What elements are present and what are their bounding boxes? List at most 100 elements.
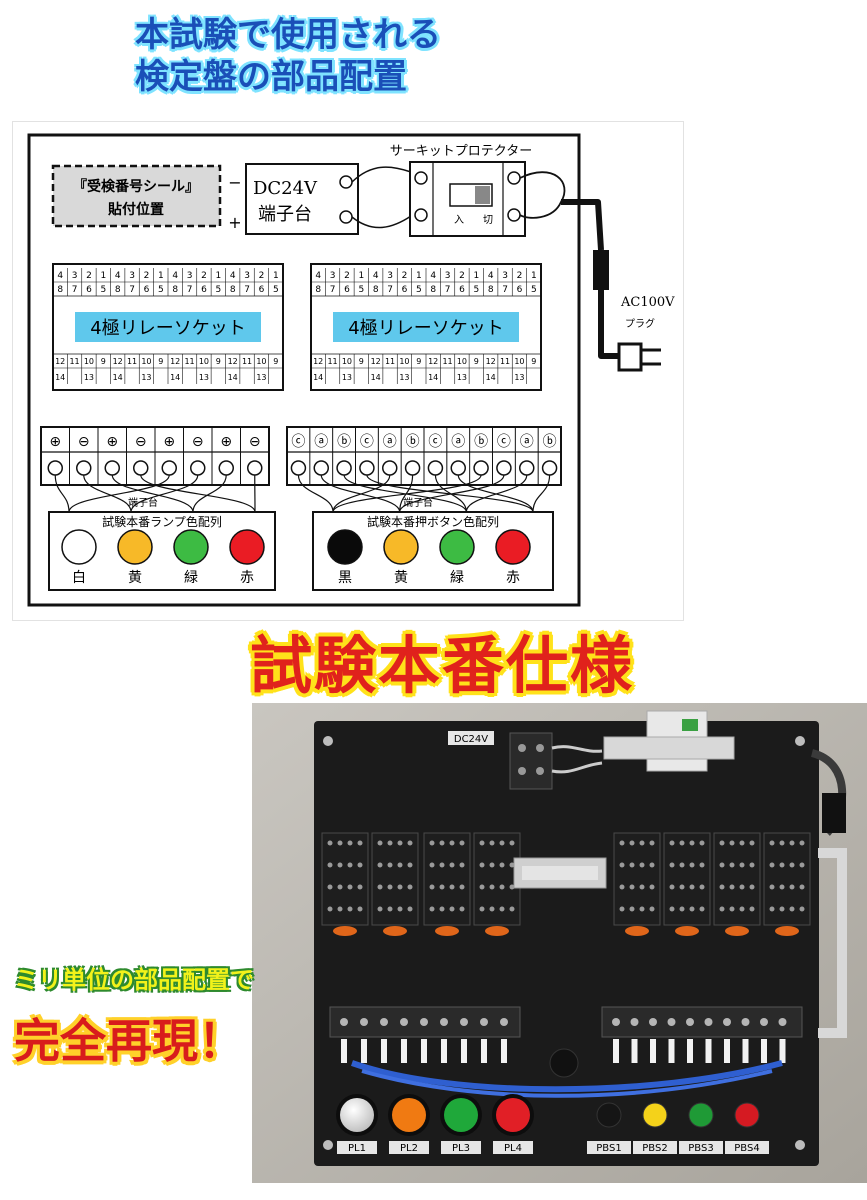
relay-terminal-number: 5 xyxy=(473,285,479,295)
dc24v-terminal-block xyxy=(245,163,359,235)
relay-terminal-number: 9 xyxy=(359,357,364,366)
photo-push-button xyxy=(688,1102,714,1128)
terminal-symbol: ⊕ xyxy=(49,434,61,450)
relay-socket-left: 4812371126101594812371126101594812371126… xyxy=(52,263,284,391)
terminal-screw xyxy=(496,460,512,476)
photo-pilot-lamp xyxy=(496,1098,530,1132)
relay-terminal-number: 2 xyxy=(402,271,408,281)
relay-terminal-number: 14 xyxy=(113,373,123,382)
relay-terminal-number: 3 xyxy=(445,271,451,281)
seal-label-line1: 『受検番号シール』 xyxy=(73,178,199,195)
relay-terminal-number: 8 xyxy=(430,285,436,295)
wire-marker xyxy=(381,1039,387,1063)
terminal-screw xyxy=(218,460,234,476)
relay-terminal-number: 5 xyxy=(358,285,364,295)
ac-cord xyxy=(561,199,604,251)
terminal-wire xyxy=(192,474,227,513)
relay-terminal-number: 3 xyxy=(187,271,193,281)
dc-terminal-screw-bottom xyxy=(339,210,353,224)
photo-button-tag xyxy=(725,1141,769,1154)
terminal-screw xyxy=(190,460,206,476)
relay-terminal-number: 9 xyxy=(531,357,536,366)
terminal-symbol: ⓑ xyxy=(474,434,488,450)
wire-marker xyxy=(441,1039,447,1063)
terminal-screw xyxy=(247,460,263,476)
lamp-color-赤 xyxy=(229,529,265,565)
terminal-symbol: ⓑ xyxy=(337,434,351,450)
relay-terminal-number: 3 xyxy=(387,271,393,281)
relay-terminal-number: 12 xyxy=(371,357,381,366)
relay-terminal-number: 14 xyxy=(371,373,381,382)
relay-terminal-number: 11 xyxy=(184,357,194,366)
photo-button-tag xyxy=(587,1141,631,1154)
relay-terminal-number: 11 xyxy=(327,357,337,366)
seal-label-line2: 貼付位置 xyxy=(108,201,164,218)
relay-terminal-number: 10 xyxy=(457,357,467,366)
terminal-symbol: ⓐ xyxy=(314,434,328,450)
relay-terminal-number: 12 xyxy=(170,357,180,366)
relay-terminal-number: 2 xyxy=(517,271,523,281)
wire-marker xyxy=(668,1039,675,1063)
relay-terminal-number: 3 xyxy=(72,271,78,281)
relay-terminal-number: 13 xyxy=(256,373,266,382)
photo-lamp-tag-text: PL3 xyxy=(452,1143,470,1154)
terminal-symbol: ⊕ xyxy=(163,434,175,450)
photo-button-tag xyxy=(679,1141,723,1154)
wire-marker xyxy=(613,1039,619,1063)
relay-terminal-number: 5 xyxy=(158,285,164,295)
relay-terminal-number: 10 xyxy=(342,357,352,366)
relay-terminal-number: 5 xyxy=(215,285,221,295)
wire-marker xyxy=(724,1039,730,1063)
relay-terminal-number: 10 xyxy=(399,357,409,366)
photo-lamp-tag-text: PL1 xyxy=(348,1143,366,1154)
relay-terminal-number: 1 xyxy=(158,271,164,281)
relay-terminal-number: 12 xyxy=(55,357,65,366)
terminal-symbol: ⓐ xyxy=(520,434,534,450)
relay-terminal-number: 7 xyxy=(502,285,508,295)
terminal-wire xyxy=(68,474,170,513)
relay-terminal-number: 8 xyxy=(315,285,321,295)
button-color-label: 緑 xyxy=(450,570,464,586)
lamp-color-白 xyxy=(61,529,97,565)
button-color-黄 xyxy=(383,529,419,565)
relay-terminal-number: 8 xyxy=(488,285,494,295)
relay-terminal-number: 12 xyxy=(228,357,238,366)
terminal-block-label-left: 端子台 xyxy=(128,496,158,509)
relay-terminal-number: 2 xyxy=(459,271,465,281)
relay-terminal-number: 4 xyxy=(230,271,236,281)
terminal-symbol: ⊖ xyxy=(249,434,261,450)
relay-terminal-number: 2 xyxy=(86,271,92,281)
button-color-黒 xyxy=(327,529,363,565)
relay-socket-label-right: 4極リレーソケット xyxy=(348,318,503,339)
lamp-color-panel: 試験本番ランプ色配列 白黄緑赤 xyxy=(48,511,276,591)
relay-terminal-number: 3 xyxy=(502,271,508,281)
terminal-symbol: ⓐ xyxy=(383,434,397,450)
relay-terminal-number: 13 xyxy=(342,373,352,382)
terminal-wire xyxy=(130,474,199,513)
relay-terminal-number: 7 xyxy=(187,285,193,295)
photo-button-tag-text: PBS1 xyxy=(596,1143,621,1154)
terminal-screw xyxy=(76,460,92,476)
relay-terminal-number: 2 xyxy=(201,271,207,281)
wire-marker xyxy=(421,1039,427,1063)
terminal-wire xyxy=(54,474,70,513)
terminal-symbol: ⓑ xyxy=(543,434,557,450)
relay-terminal-number: 13 xyxy=(141,373,151,382)
relay-terminal-number: 6 xyxy=(86,285,92,295)
relay-terminal-number: 7 xyxy=(72,285,78,295)
terminal-symbol: ⓒ xyxy=(428,434,442,450)
relay-socket-label-bg-right xyxy=(333,312,519,342)
grommet xyxy=(549,1048,579,1078)
spec-title: 試験本番仕様 xyxy=(250,629,635,702)
relay-terminal-number: 7 xyxy=(330,285,336,295)
cord-block xyxy=(822,793,846,833)
terminal-screw xyxy=(313,460,329,476)
terminal-wire xyxy=(83,474,132,513)
relay-terminal-number: 1 xyxy=(416,271,422,281)
wire-marker xyxy=(742,1039,749,1063)
lamp-terminal-block: ⊕⊖⊕⊖⊕⊖⊕⊖ xyxy=(40,426,270,486)
plug-label: プラグ xyxy=(625,317,655,330)
wire-marker xyxy=(461,1039,467,1063)
relay-terminal-number: 9 xyxy=(474,357,479,366)
